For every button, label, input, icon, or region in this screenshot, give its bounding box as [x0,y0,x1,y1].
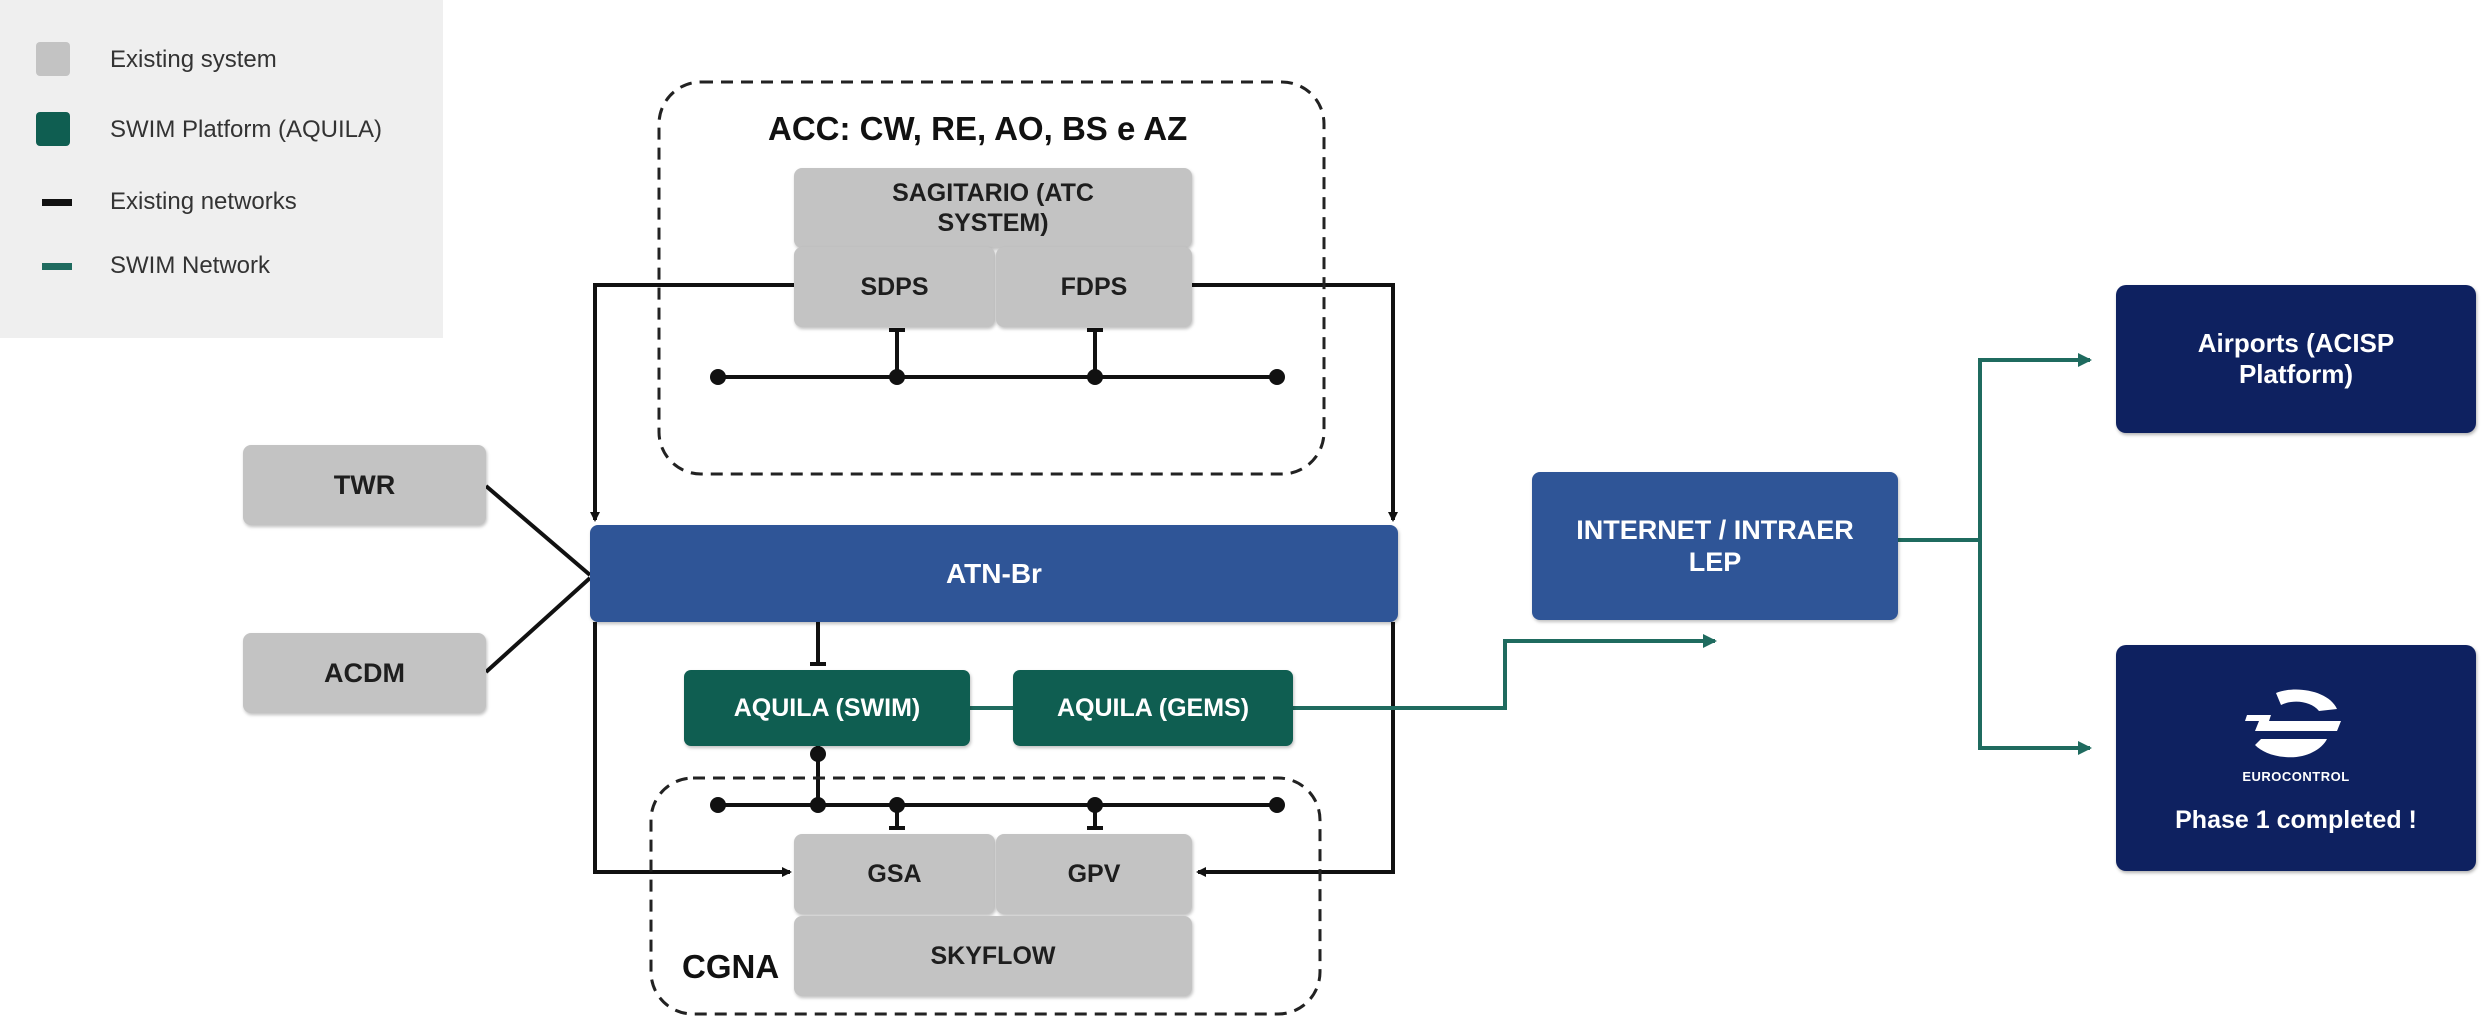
swim-platform-swatch [36,112,70,146]
internet-intraer-box: INTERNET / INTRAER LEP [1532,472,1898,620]
sagitario-box: SAGITARIO (ATC SYSTEM) [794,168,1192,248]
twr-box: TWR [243,445,486,525]
branch-to-eurocontrol-line [1978,540,2092,755]
atn-to-gpv-line [1196,622,1395,877]
acc-region-title: ACC: CW, RE, AO, BS e AZ [768,110,1188,147]
legend-item-swim-network: SWIM Network [36,246,270,286]
atn-to-gsa-line [593,622,792,877]
fdps-box: FDPS [996,247,1192,327]
legend-label: Existing system [110,46,277,73]
legend-item-existing-networks: Existing networks [36,182,297,222]
legend-label: SWIM Network [110,252,271,279]
acc-region-border [657,80,1326,476]
eurocontrol-box: EUROCONTROL Phase 1 completed ! [2116,645,2476,871]
aquila-swim-box: AQUILA (SWIM) [684,670,970,746]
phase-status-text: Phase 1 completed ! [2175,805,2417,834]
gsa-box: GSA [794,834,995,914]
gpv-box: GPV [996,834,1192,914]
acdm-box: ACDM [243,633,486,713]
sdps-to-atn-line [590,283,794,522]
legend-label: Existing networks [110,188,297,215]
aquila-gems-box: AQUILA (GEMS) [1013,670,1293,746]
legend-label: SWIM Platform (AQUILA) [110,116,383,143]
legend-item-swim-platform: SWIM Platform (AQUILA) [36,110,382,150]
swim-network-swatch [42,263,72,270]
cgna-region-title: CGNA [682,948,780,985]
existing-networks-swatch [42,199,72,206]
cgna-region-border [649,776,1322,1016]
twr-to-atn-line [484,484,592,577]
skyflow-box: SKYFLOW [794,916,1192,996]
eurocontrol-logo-icon [2245,689,2341,758]
legend-item-existing-system: Existing system [36,40,277,80]
sdps-box: SDPS [794,247,995,327]
legend: Existing system SWIM Platform (AQUILA) E… [0,0,443,338]
eurocontrol-logo-text: EUROCONTROL [2242,769,2350,784]
atn-br-bar: ATN-Br [590,525,1398,622]
airports-box: Airports (ACISP Platform) [2116,285,2476,433]
acdm-to-atn-line [484,576,592,674]
branch-to-airports-line [1978,353,2092,540]
existing-system-swatch [36,42,70,76]
fdps-to-atn-line [1192,283,1398,522]
gems-to-internet-line [1293,634,1717,710]
